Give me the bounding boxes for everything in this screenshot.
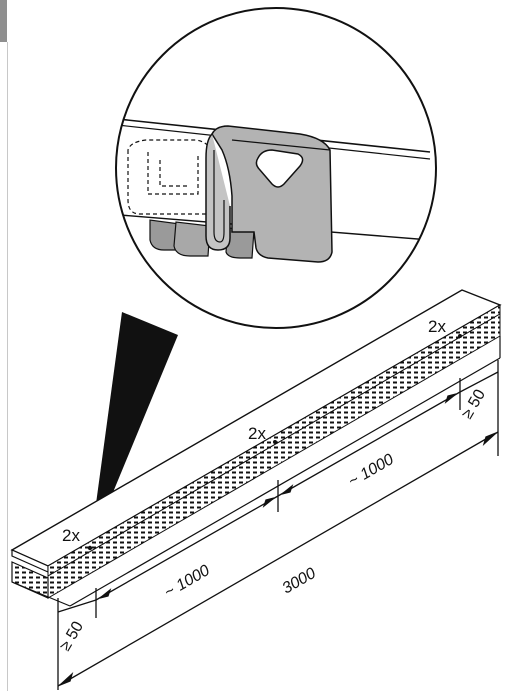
qty-label-right: 2x (428, 317, 446, 336)
detail-clip-drawing (116, 117, 431, 263)
qty-label-middle: 2x (248, 424, 266, 443)
detail-magnifier (90, 7, 437, 548)
magnifier-pointer (90, 312, 178, 548)
left-edge-bar (0, 0, 7, 42)
dimension-lines (57, 360, 499, 690)
dim-label-min-left: ≥ 50 (57, 619, 87, 654)
dim-label-spacing-right: ~ 1000 (346, 451, 397, 490)
dim-label-total: 3000 (280, 565, 319, 598)
qty-label-left: 2x (62, 526, 80, 545)
cable-channel (10, 289, 502, 607)
clip-triangle-hole (255, 149, 304, 188)
dim-label-min-right: ≥ 50 (459, 387, 489, 422)
dim-label-spacing-left: ~ 1000 (162, 562, 213, 601)
